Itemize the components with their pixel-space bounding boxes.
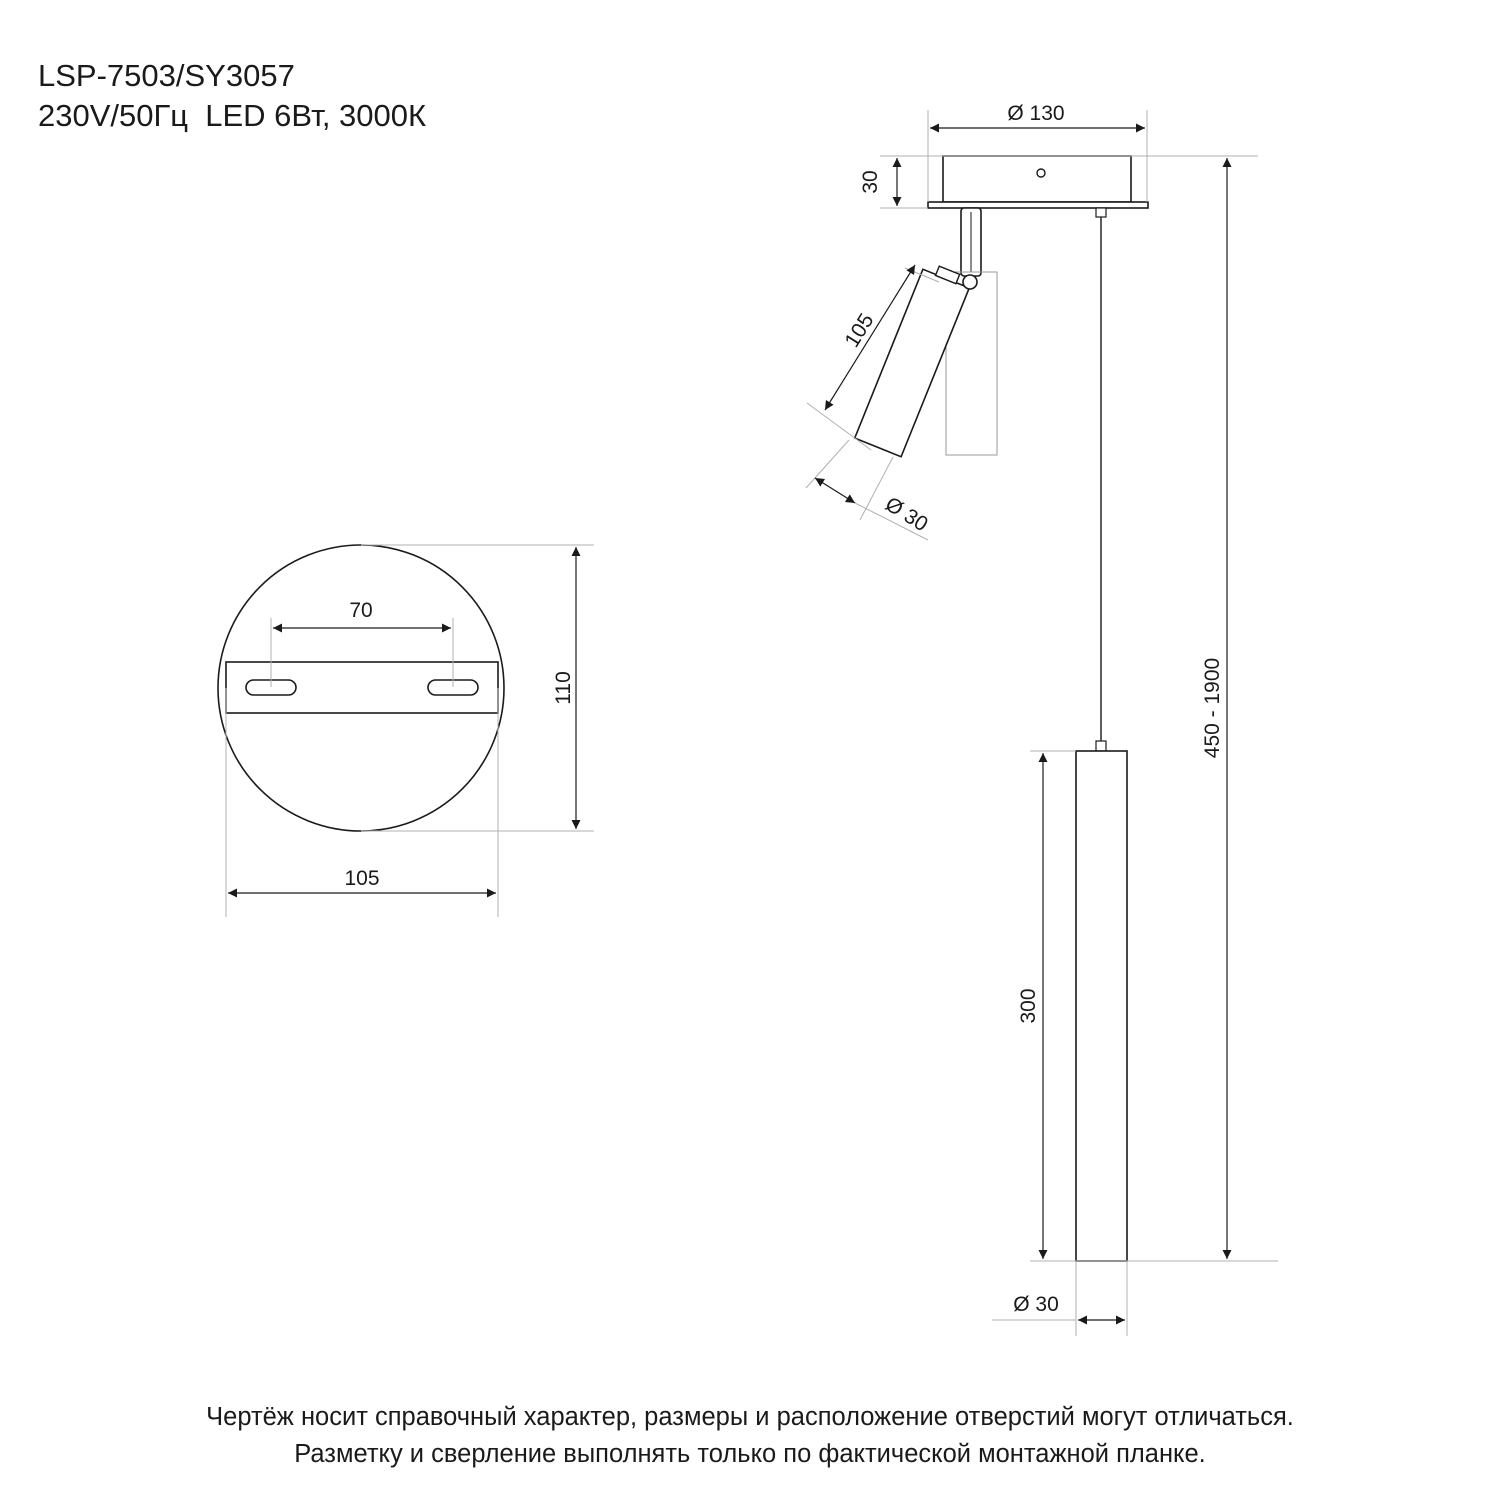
canopy-body bbox=[942, 155, 1132, 203]
spot-head bbox=[853, 265, 971, 458]
mounting-bracket bbox=[225, 661, 499, 714]
side-view-extension-lines bbox=[880, 110, 1278, 1336]
dim-label-canopy-diameter: Ø 130 bbox=[1007, 102, 1064, 125]
cable-grip-bottom bbox=[1095, 740, 1107, 752]
canopy-plate bbox=[927, 201, 1149, 209]
disclaimer-line-2: Разметку и сверление выполнять только по… bbox=[294, 1440, 1206, 1468]
pendant-body bbox=[1075, 750, 1128, 1262]
dim-label-pendant-diameter: Ø 30 bbox=[1013, 1293, 1059, 1316]
disclaimer-line-1: Чертёж носит справочный характер, размер… bbox=[206, 1403, 1294, 1431]
canopy-screw bbox=[1036, 168, 1046, 178]
dim-label-width: 105 bbox=[344, 867, 379, 890]
dim-label-spot-diameter: Ø 30 bbox=[881, 493, 932, 537]
top-view-extension-lines bbox=[225, 544, 594, 917]
dim-label-pendant-length: 300 bbox=[1017, 988, 1040, 1023]
side-view: 105 Ø 30 Ø 130 30 450 - 1 bbox=[805, 102, 1278, 1336]
cable-grip-top bbox=[1095, 207, 1107, 218]
dim-label-total-height: 450 - 1900 bbox=[1201, 658, 1224, 758]
model-title: LSP-7503/SY3057 bbox=[38, 58, 295, 93]
electrical-spec: 230V/50Гц LED 6Вт, 3000К bbox=[38, 98, 427, 133]
dim-label-holes: 70 bbox=[349, 599, 372, 622]
dim-line-spot-length bbox=[824, 264, 916, 411]
top-view: 70 105 110 bbox=[217, 544, 594, 917]
dim-label-canopy-height: 30 bbox=[859, 170, 882, 193]
dim-line-spot-diameter bbox=[814, 477, 856, 504]
spot-pivot bbox=[962, 274, 978, 290]
spot-ghost-position bbox=[945, 271, 998, 456]
dim-label-height: 110 bbox=[552, 671, 575, 704]
dim-label-spot-length: 105 bbox=[840, 310, 878, 352]
